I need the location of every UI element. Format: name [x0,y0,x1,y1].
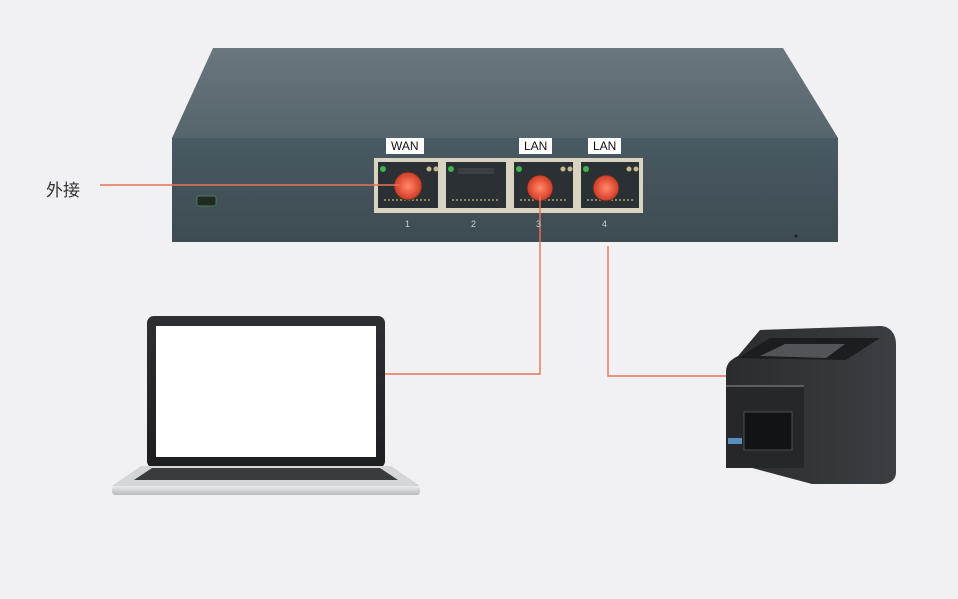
port-4-tag: LAN [588,138,622,154]
port-1-number: 1 [405,219,411,229]
external-label: 外接 [46,181,80,201]
printer-paper-slot [760,344,845,358]
port-1-tag: WAN [386,138,424,154]
printer-window [743,411,793,451]
printer-line [607,246,728,377]
laptop-base [112,486,420,495]
printer-brand-badge [728,438,742,444]
port-3 [510,158,577,213]
power-led [196,195,217,207]
laptop-line [385,196,541,375]
port-2-number: 2 [471,219,477,229]
connection-lines [100,184,728,377]
port-2 [442,158,510,213]
port-3-number: 3 [536,219,542,229]
laptop-screen [156,326,376,457]
laptop-keyboard [134,468,398,480]
port-1-highlight [393,171,423,201]
port-4-number: 4 [602,219,608,229]
port-4 [577,158,643,213]
port-4-highlight [592,174,620,202]
laptop [112,316,420,495]
router-top-panel [172,48,838,138]
port-3-tag: LAN [519,138,553,154]
reset-hole [794,234,798,238]
receipt-printer [726,326,896,484]
